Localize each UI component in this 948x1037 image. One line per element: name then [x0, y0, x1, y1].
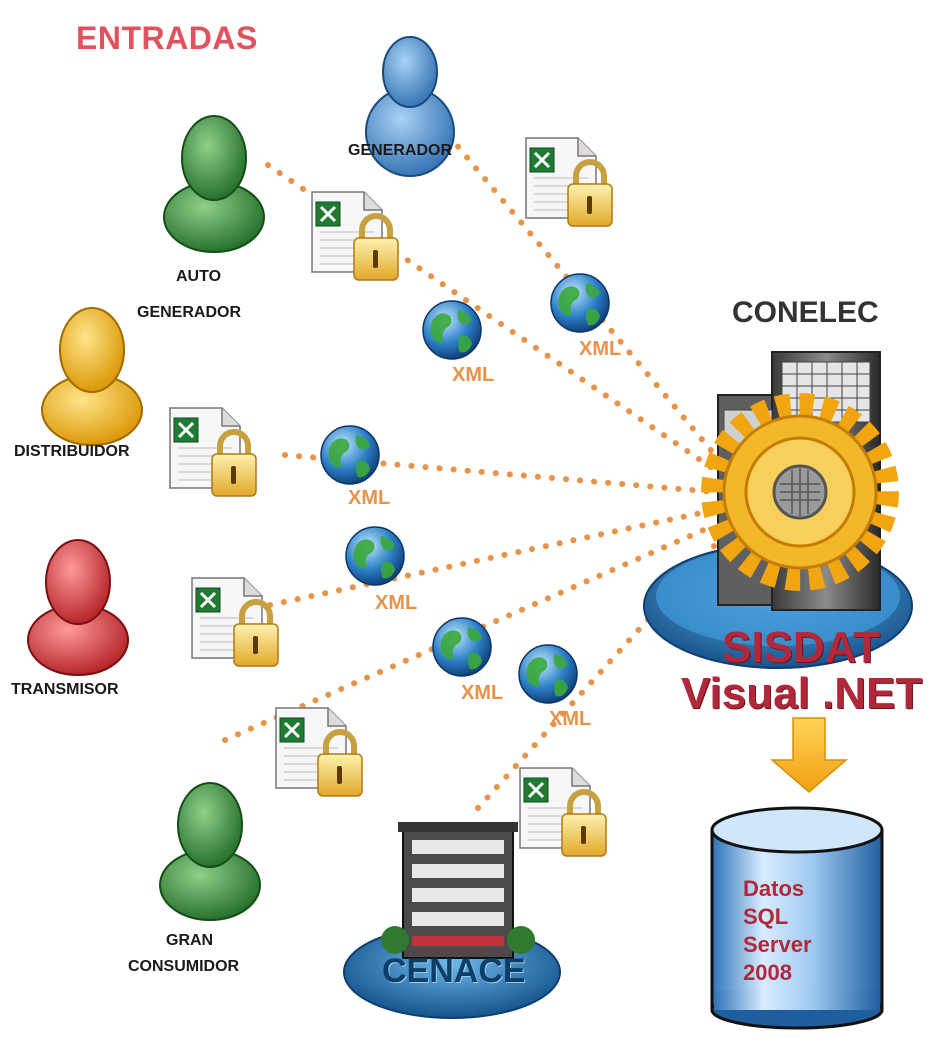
link-generador	[437, 122, 718, 458]
secured-files	[169, 137, 613, 857]
person-icon	[159, 782, 261, 921]
cenace-building	[343, 822, 561, 1019]
link-transmisor	[267, 507, 718, 608]
person-icon	[163, 115, 265, 253]
actor-generador	[365, 36, 455, 177]
person-icon	[27, 539, 129, 676]
padlock-icon	[561, 789, 607, 857]
padlock-icon	[233, 599, 279, 667]
globe-icon	[422, 300, 482, 360]
conelec-server	[643, 351, 913, 669]
transmisor-label: TRANSMISOR	[11, 681, 119, 698]
person-icon	[365, 36, 455, 177]
sisdat-label: SISDAT	[722, 623, 881, 672]
actor-transmisor	[27, 539, 129, 676]
padlock-icon	[567, 159, 613, 227]
person-icon	[41, 307, 143, 446]
building-icon	[381, 822, 535, 959]
db-label-line2: SQL	[743, 904, 789, 929]
gran-consumidor-label-line2: CONSUMIDOR	[128, 958, 240, 975]
globe-icon	[432, 617, 492, 677]
secured-file-4	[275, 707, 363, 797]
gran-consumidor-label-line1: GRAN	[166, 932, 214, 949]
padlock-icon	[211, 429, 257, 497]
globe-icon	[550, 273, 610, 333]
padlock-icon	[353, 213, 399, 281]
generador-label: GENERADOR	[348, 142, 453, 159]
diagram-title: ENTRADAS	[76, 20, 258, 56]
distribuidor-label: DISTRIBUIDOR	[14, 443, 130, 460]
xml-label-generador: XML	[579, 338, 622, 360]
cenace-label: CENACE	[382, 952, 526, 990]
autogenerador-label-line1: AUTO	[176, 268, 222, 285]
secured-file-0	[311, 191, 399, 281]
autogenerador-label-line2: GENERADOR	[137, 304, 242, 321]
xml-label-autogenerador: XML	[452, 364, 495, 386]
globe-icon	[345, 526, 405, 586]
conelec-label: CONELEC	[732, 296, 879, 329]
gear-icon	[701, 393, 899, 591]
visual-net-label: Visual .NET	[681, 669, 923, 718]
db-label-line3: Server	[743, 932, 812, 957]
db-label-line4: 2008	[743, 960, 792, 985]
xml-label-gran-consumidor: XML	[461, 682, 504, 704]
link-autogenerador	[265, 162, 718, 473]
globes	[320, 273, 610, 704]
actor-distribuidor	[41, 307, 143, 446]
connection-lines	[222, 122, 718, 811]
secured-file-2	[169, 407, 257, 497]
arrow-down-icon	[769, 717, 849, 793]
secured-file-3	[191, 577, 279, 667]
secured-file-1	[525, 137, 613, 227]
xml-label-transmisor: XML	[375, 592, 418, 614]
secured-file-5	[519, 767, 607, 857]
xml-label-cenace: XML	[549, 708, 592, 730]
actor-gran-consumidor	[159, 782, 261, 921]
padlock-icon	[317, 729, 363, 797]
actor-autogenerador	[163, 115, 265, 253]
globe-icon	[518, 644, 578, 704]
globe-icon	[320, 425, 380, 485]
db-label-line1: Datos	[743, 876, 805, 901]
xml-label-distribuidor: XML	[348, 487, 391, 509]
database-icon	[710, 806, 884, 1030]
